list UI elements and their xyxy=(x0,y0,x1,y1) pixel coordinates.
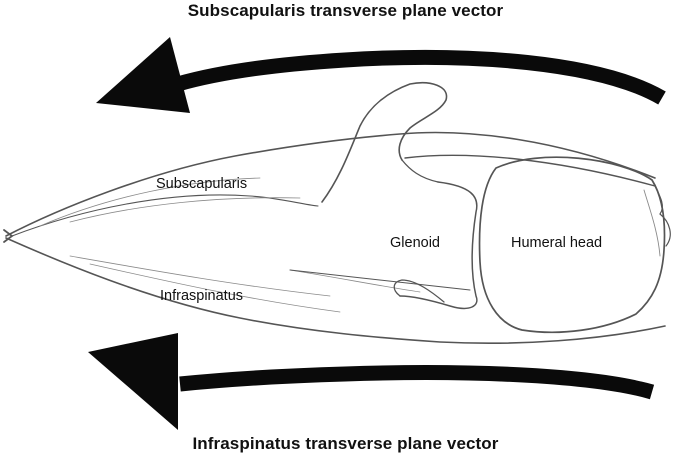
subscapularis-arrow-shaft xyxy=(175,49,666,105)
subscapularis-tendon xyxy=(404,154,656,187)
subscapularis-vector-title: Subscapularis transverse plane vector xyxy=(187,1,504,20)
infraspinatus-fiber-1 xyxy=(69,255,331,297)
scapular-neck xyxy=(401,159,439,183)
humeral-tuberosity xyxy=(651,179,671,247)
glenoid-rim xyxy=(399,181,478,310)
subscapularis-arrowhead xyxy=(96,37,190,113)
subscapularis-fiber-2 xyxy=(69,197,301,223)
glenoid-label: Glenoid xyxy=(390,235,440,251)
subscapularis-fiber-1 xyxy=(39,177,261,227)
infraspinatus-arrowhead xyxy=(88,333,178,430)
shoulder-sketch xyxy=(3,82,671,345)
subscapularis-outline xyxy=(5,131,656,237)
humeral-head-label: Humeral head xyxy=(511,235,603,251)
medial-apex xyxy=(3,229,14,243)
subscapularis-label: Subscapularis xyxy=(156,176,248,192)
infraspinatus-vector-arrow xyxy=(88,333,655,430)
infraspinatus-fiber-2 xyxy=(89,263,341,313)
infraspinatus-arrow-shaft xyxy=(179,365,655,400)
infraspinatus-label: Infraspinatus xyxy=(160,288,244,304)
infraspinatus-vector-title: Infraspinatus transverse plane vector xyxy=(192,434,499,453)
infraspinatus-outline xyxy=(5,237,666,345)
humeral-head-outline xyxy=(478,156,666,334)
glenoid-face-line xyxy=(289,269,471,291)
humeral-head-contour xyxy=(643,189,661,257)
infraspinatus-fiber-3 xyxy=(289,269,421,293)
coracoid-process xyxy=(321,82,448,203)
subscapularis-vector-arrow xyxy=(96,37,666,113)
subscapularis-inner-line xyxy=(11,194,319,237)
glenoid-lower-lip xyxy=(393,279,445,303)
